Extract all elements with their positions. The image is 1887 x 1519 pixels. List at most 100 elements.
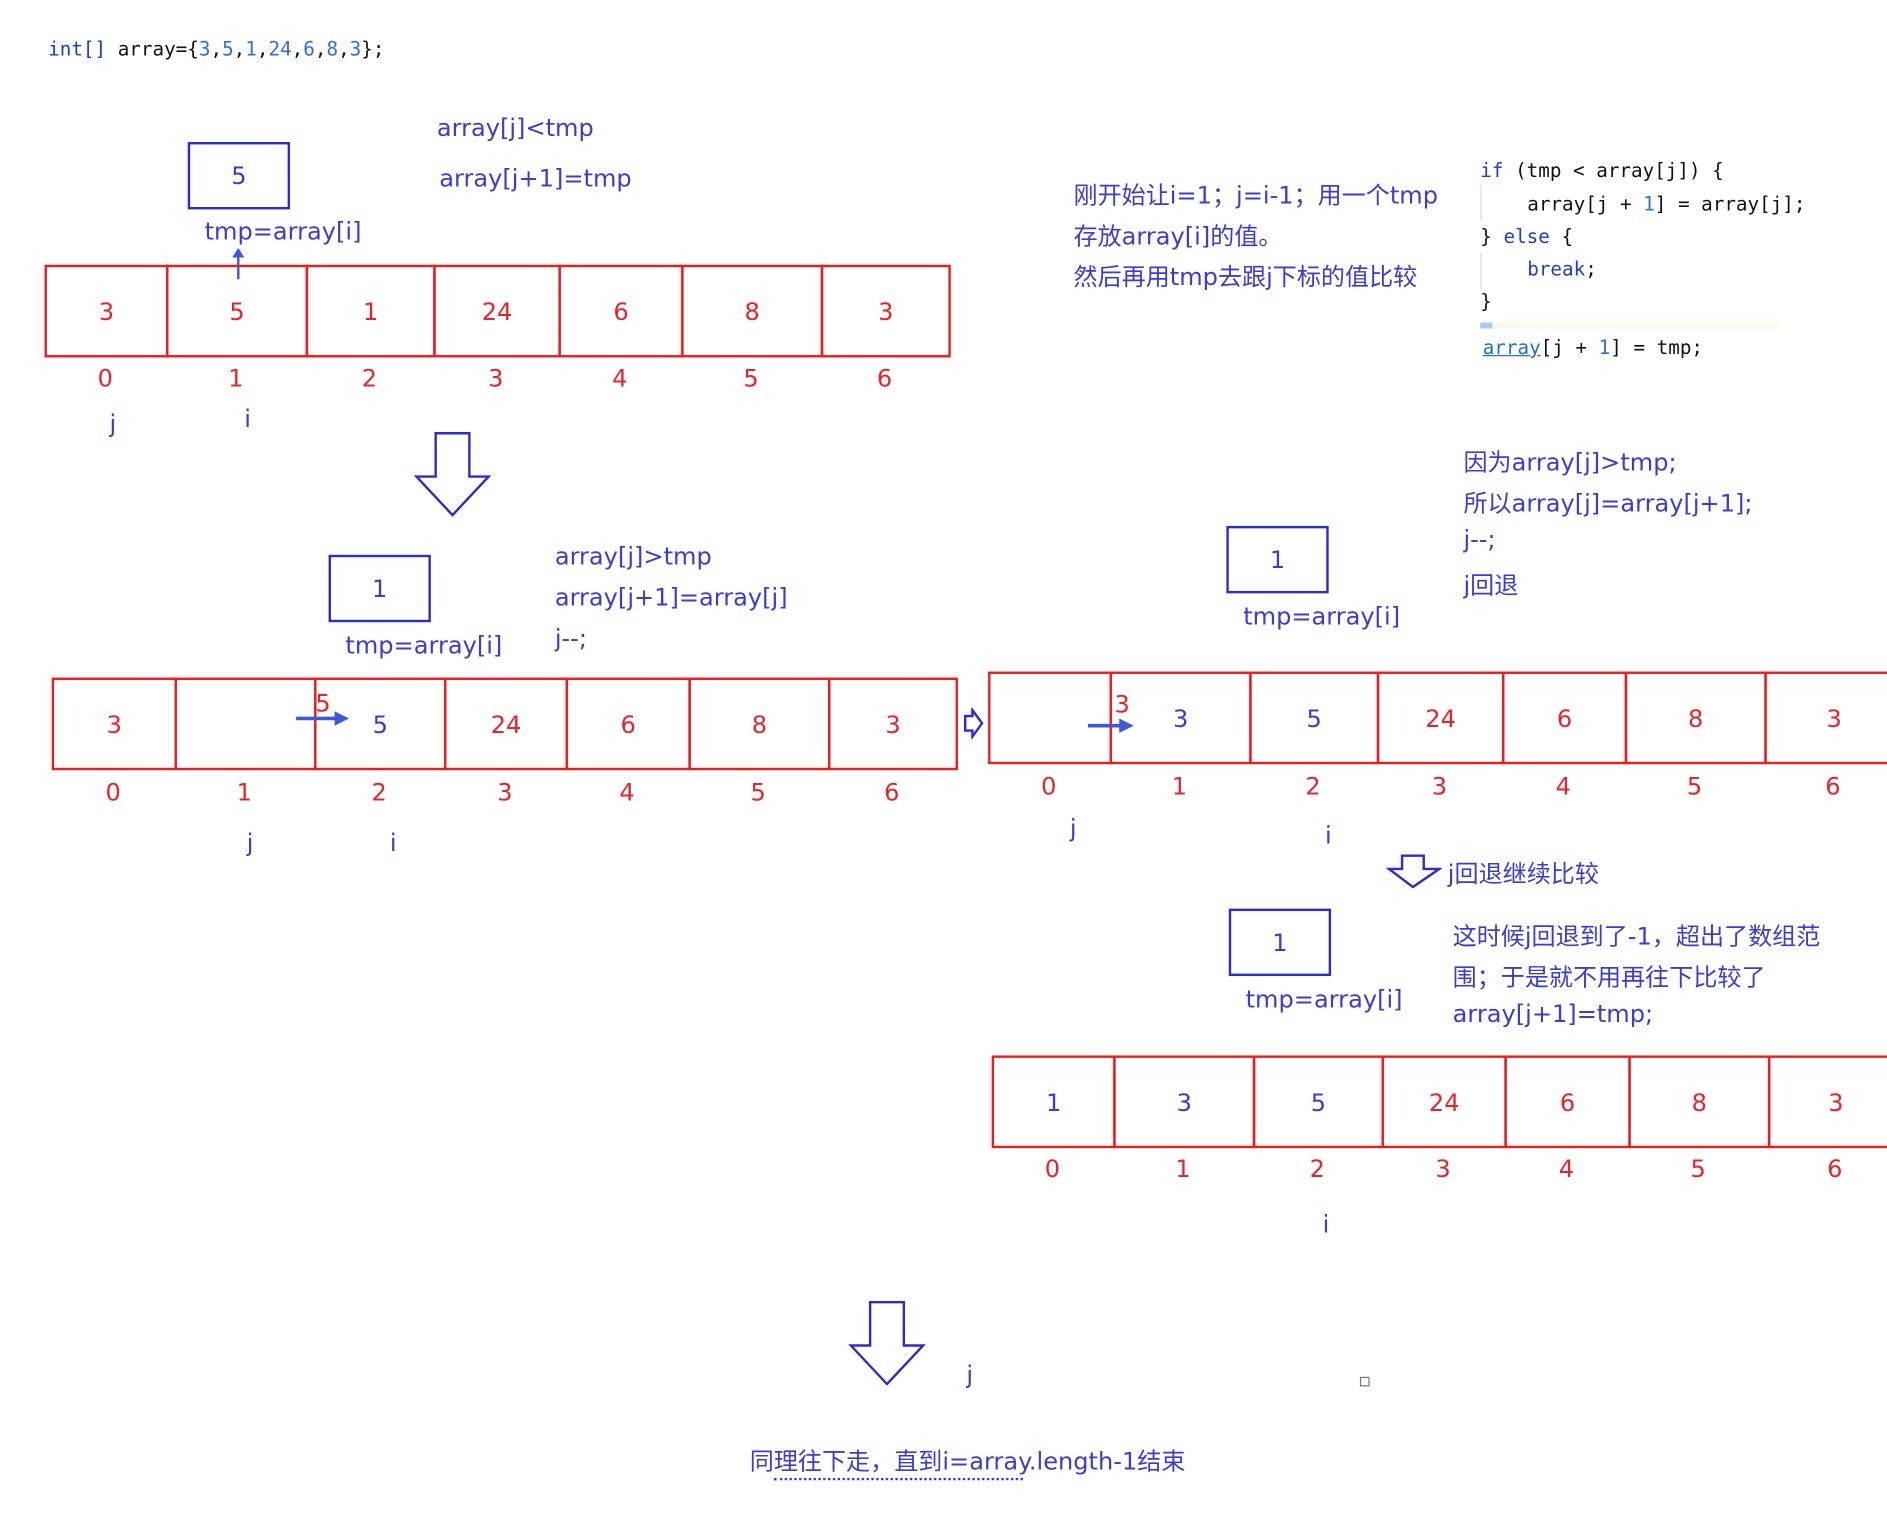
conclusion-text: 同理往下走，直到i=array.length-1结束 <box>749 1446 1186 1476</box>
code-text: ] = array[j]; <box>1654 192 1806 216</box>
decl-value: 5 <box>222 37 234 61</box>
dotted-underline <box>773 1477 1023 1481</box>
decl-name: array={ <box>106 37 199 61</box>
comma: , <box>338 37 350 61</box>
decl-suffix: }; <box>361 37 385 61</box>
tmp-box-step3: 1 <box>1226 525 1329 594</box>
code-text: { <box>1549 225 1574 248</box>
moved-value-step3: 3 <box>1114 689 1130 719</box>
array-cell: 5 <box>166 264 309 358</box>
array-declaration: int[] array={3,5,1,24,6,8,3}; <box>48 37 384 60</box>
note-step2-0: array[j]>tmp <box>554 541 712 571</box>
index-label: 3 <box>1435 1154 1451 1184</box>
down-arrow-icon <box>848 1300 926 1386</box>
decl-value: 3 <box>198 37 211 61</box>
indent-guide <box>1480 252 1482 289</box>
i-pointer-step1: i <box>244 404 252 434</box>
index-label: 3 <box>1431 771 1448 801</box>
decl-values: 3,5,1,24,6,8,3 <box>199 37 361 60</box>
index-label: 2 <box>371 777 387 807</box>
note-step4-2: array[j+1]=tmp; <box>1452 998 1654 1028</box>
index-label: 5 <box>1686 771 1703 801</box>
code-keyword: break <box>1527 257 1586 281</box>
right-arrow-icon <box>296 711 350 726</box>
small-right-arrow-icon <box>964 707 984 739</box>
code-text: array[j + <box>1527 192 1644 216</box>
array-cell: 3 <box>1764 671 1887 765</box>
index-label: 0 <box>97 363 113 393</box>
tmp-label-step4: tmp=array[i] <box>1245 984 1403 1014</box>
decl-value: 1 <box>245 37 257 61</box>
note-step1-1: array[j+1]=tmp <box>439 163 632 193</box>
tmp-box-step2: 1 <box>328 554 431 623</box>
array-cell: 8 <box>681 264 824 358</box>
array-cell: 24 <box>1381 1055 1507 1149</box>
code-text: ; <box>1585 257 1597 281</box>
array-cell: 6 <box>558 264 684 358</box>
array-cell: 1 <box>991 1055 1116 1149</box>
array-cell: 3 <box>820 264 951 358</box>
moved-value-step2: 5 <box>315 688 331 718</box>
array-cell: 6 <box>1504 1055 1631 1149</box>
index-label: 5 <box>743 363 759 393</box>
tmp-label-step3: tmp=array[i] <box>1243 601 1401 631</box>
array-cell: 8 <box>688 677 831 771</box>
array-cell: 3 <box>44 264 169 358</box>
i-pointer-step4: i <box>1322 1209 1330 1239</box>
j-pointer-step1: j <box>109 409 117 439</box>
array-cell: 24 <box>433 264 561 358</box>
array-cell: 5 <box>1252 1055 1385 1149</box>
array-cell: 8 <box>1628 1055 1771 1149</box>
index-label: 5 <box>750 777 766 807</box>
array-cell: 3 <box>51 677 177 771</box>
index-label: 4 <box>612 363 628 393</box>
code-line-3: } else { <box>1480 225 1573 248</box>
i-pointer-step2: i <box>389 828 397 857</box>
right-arrow-icon <box>1087 718 1134 733</box>
note-step4-1: 围；于是就不用再往下比较了 <box>1452 962 1766 992</box>
comma: , <box>314 37 327 61</box>
decl-value: 8 <box>326 37 339 61</box>
decl-value: 6 <box>303 37 315 61</box>
code-line-1: if (tmp < array[j]) { <box>1480 159 1723 182</box>
comma: , <box>291 37 304 61</box>
small-down-arrow-icon <box>1386 854 1442 889</box>
code-number: 1 <box>1598 335 1611 359</box>
index-label: 0 <box>105 777 121 807</box>
code-line-5: } <box>1480 290 1492 313</box>
i-pointer-step3: i <box>1325 820 1332 850</box>
index-label: 6 <box>876 363 893 393</box>
intro-note-0: 刚开始让i=1；j=i-1；用一个tmp <box>1073 180 1439 210</box>
index-label: 2 <box>1309 1154 1325 1184</box>
note-step4-0: 这时候j回退到了-1，超出了数组范 <box>1452 921 1821 951</box>
note-step3-1: 所以array[j]=array[j+1]; <box>1463 488 1753 518</box>
array-cell: 24 <box>1376 671 1505 765</box>
j-pointer-step3: j <box>1069 813 1077 843</box>
array-cell: 24 <box>444 677 569 771</box>
index-label: 0 <box>1041 771 1057 801</box>
anchor-icon <box>1359 1376 1370 1387</box>
index-label: 4 <box>1555 771 1572 801</box>
index-label: 5 <box>1690 1154 1706 1184</box>
code-text: (tmp < array[j]) { <box>1503 158 1724 182</box>
caret-line-highlight <box>1480 322 1779 329</box>
note-step2-2: j--; <box>554 623 587 653</box>
tmp-box-step4: 1 <box>1228 908 1332 977</box>
array-cell: 6 <box>565 677 691 771</box>
code-link[interactable]: array <box>1482 335 1541 359</box>
j-pointer-step2: j <box>246 828 254 857</box>
tmp-label-step2: tmp=array[i] <box>345 630 503 660</box>
index-label: 0 <box>1044 1154 1061 1184</box>
comma: , <box>256 37 269 61</box>
index-label: 1 <box>236 777 252 807</box>
index-label: 6 <box>1827 1154 1843 1184</box>
j-pointer-bottom: j <box>966 1359 974 1389</box>
index-label: 3 <box>488 363 504 393</box>
comma: , <box>233 37 246 61</box>
code-line-2: array[j + 1] = array[j]; <box>1527 193 1805 216</box>
array-cell: 3 <box>1113 1055 1256 1149</box>
array-cell: 6 <box>1501 671 1628 765</box>
comma: , <box>210 37 223 61</box>
index-label: 1 <box>1175 1154 1191 1184</box>
